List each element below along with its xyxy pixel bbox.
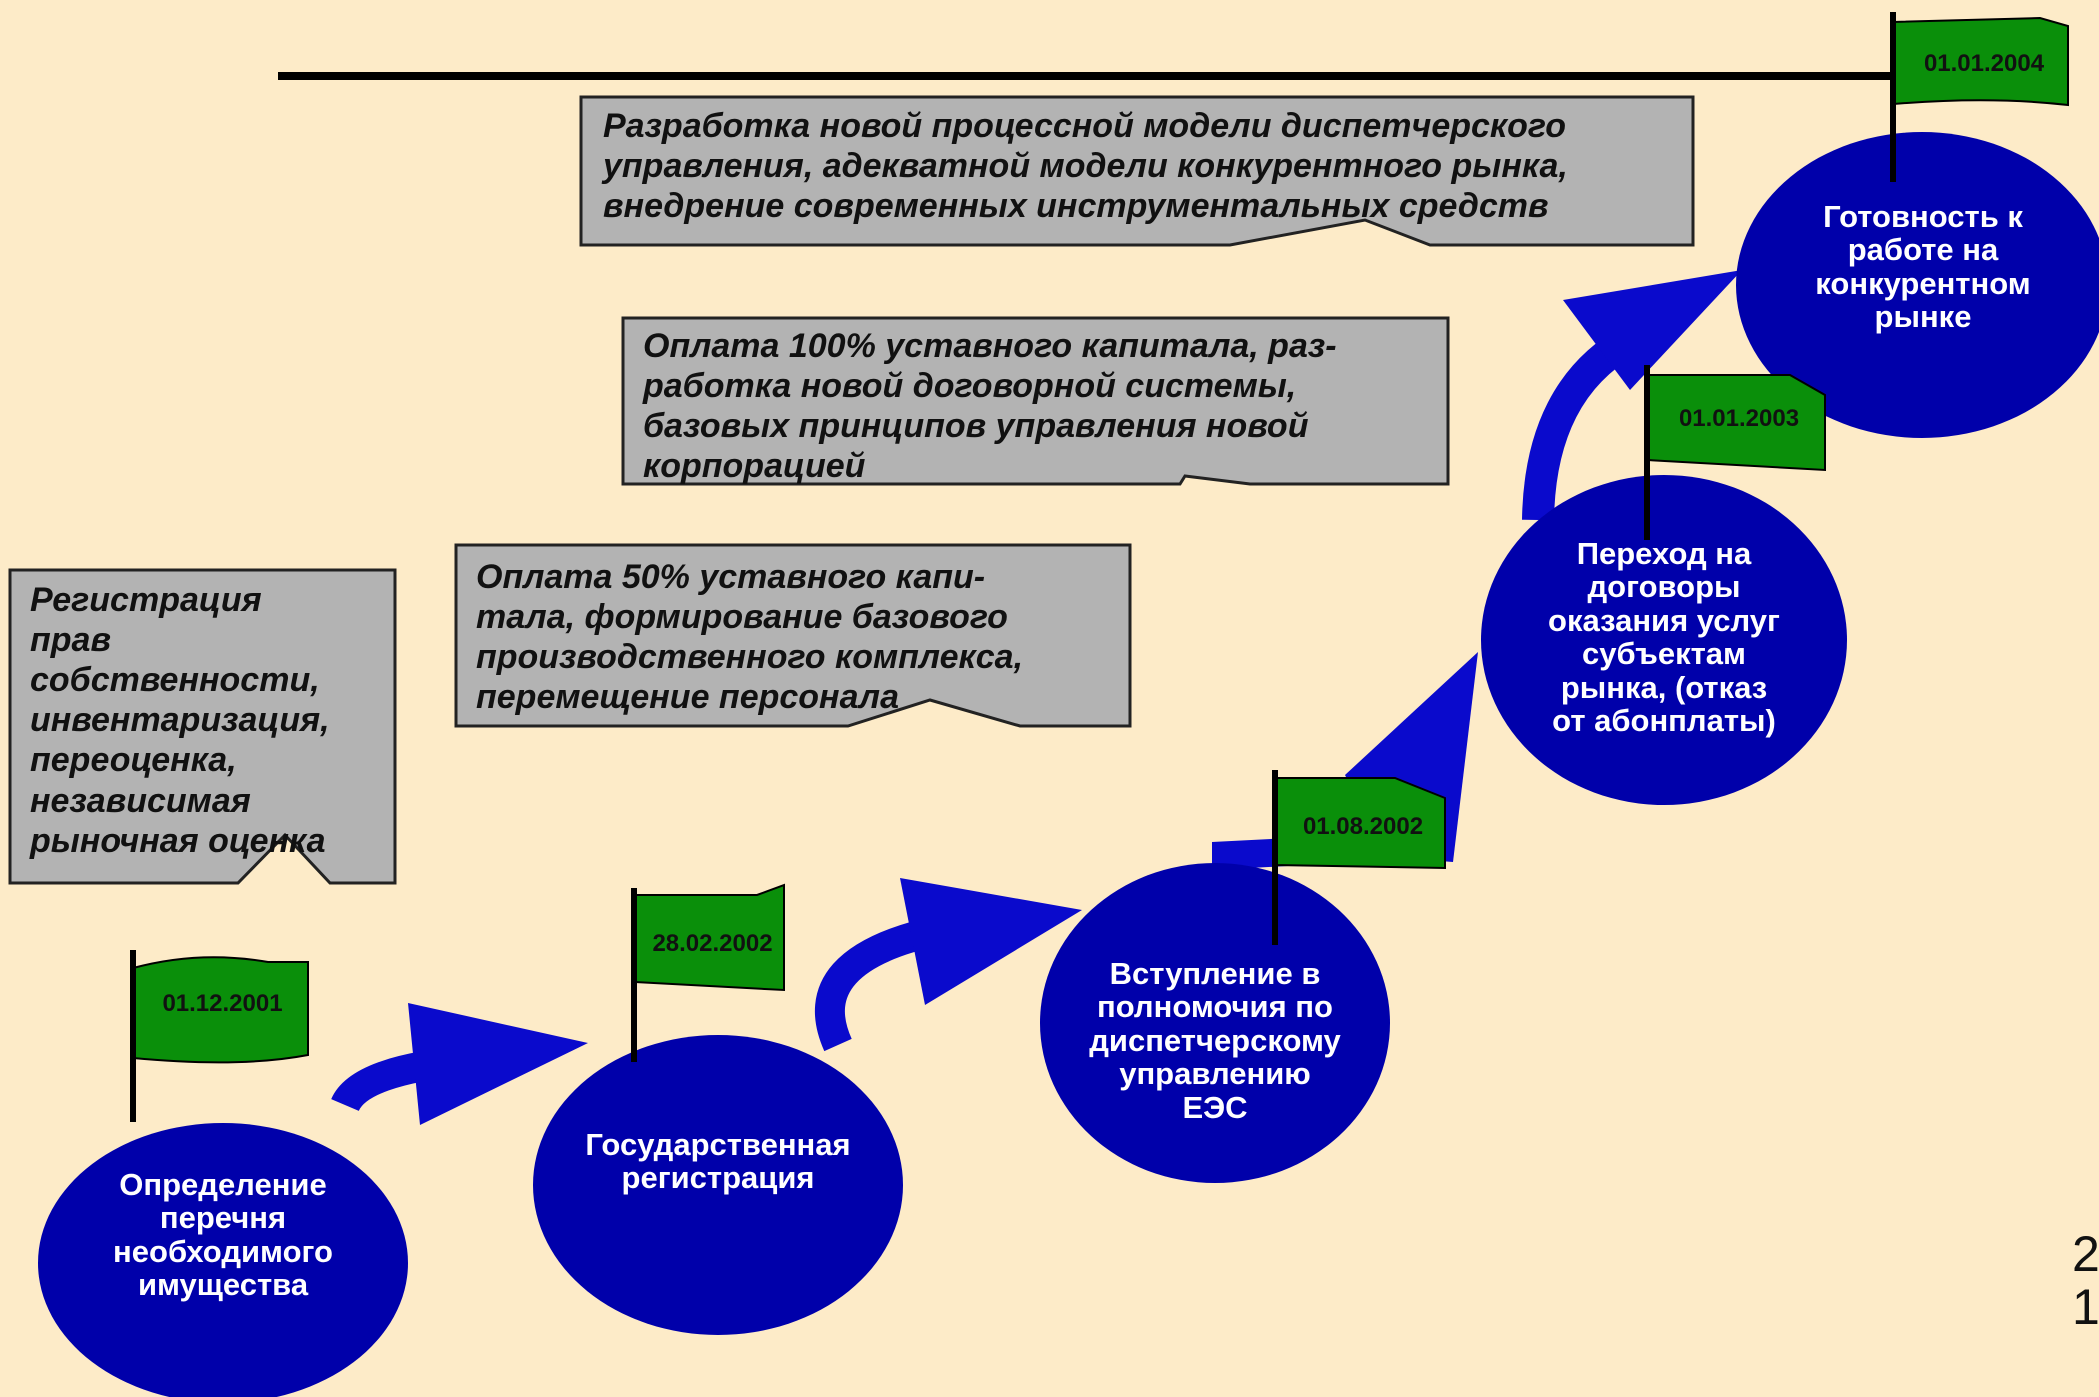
flag-date-4: 01.01.2003 xyxy=(1678,405,1800,432)
flag-date-2: 28.02.2002 xyxy=(652,930,773,957)
milestone-label-3: Вступление в полномочия по диспетчерском… xyxy=(1089,956,1341,1125)
date-flag-4 xyxy=(1644,365,1826,540)
page-number: 2 1 xyxy=(2072,1226,2099,1335)
date-flag-5 xyxy=(1890,12,2069,182)
date-flag-2 xyxy=(631,883,785,1062)
callout-box-2 xyxy=(454,543,1132,728)
milestone-label-5: Готовность к работе на конкурентном рынк… xyxy=(1815,199,2031,335)
connector-arrow-4 xyxy=(1522,270,1742,521)
callout-box-1 xyxy=(8,568,397,885)
callout-text-2: Оплата 50% уставного капи- тала, формиро… xyxy=(476,558,1024,717)
date-flag-1 xyxy=(130,950,309,1122)
milestone-label-1: Определение перечня необходимого имущест… xyxy=(113,1167,333,1303)
milestone-circle-1 xyxy=(38,1123,408,1397)
callout-text-4: Разработка новой процессной модели диспе… xyxy=(603,107,1568,226)
milestone-circle-3 xyxy=(1040,863,1390,1183)
milestone-circle-2 xyxy=(533,1035,903,1335)
flag-date-1: 01.12.2001 xyxy=(162,990,283,1017)
flag-date-5: 01.01.2004 xyxy=(1923,50,2045,77)
connector-arrow-1 xyxy=(331,1003,588,1125)
callout-text-3: Оплата 100% уставного капитала, раз- раб… xyxy=(643,327,1337,486)
callout-box-4 xyxy=(579,95,1695,247)
milestone-circle-4 xyxy=(1481,475,1847,805)
connector-arrow-2 xyxy=(814,878,1082,1052)
callout-text-1: Регистрация прав собственности, инвентар… xyxy=(30,581,330,860)
milestone-circle-5 xyxy=(1736,132,2099,438)
milestone-label-2: Государственная регистрация xyxy=(585,1127,851,1196)
date-flag-3 xyxy=(1272,770,1446,945)
milestone-label-4: Переход на договоры оказания услуг субъе… xyxy=(1548,536,1780,739)
callout-box-3 xyxy=(621,316,1450,486)
flag-date-3: 01.08.2002 xyxy=(1302,813,1424,840)
